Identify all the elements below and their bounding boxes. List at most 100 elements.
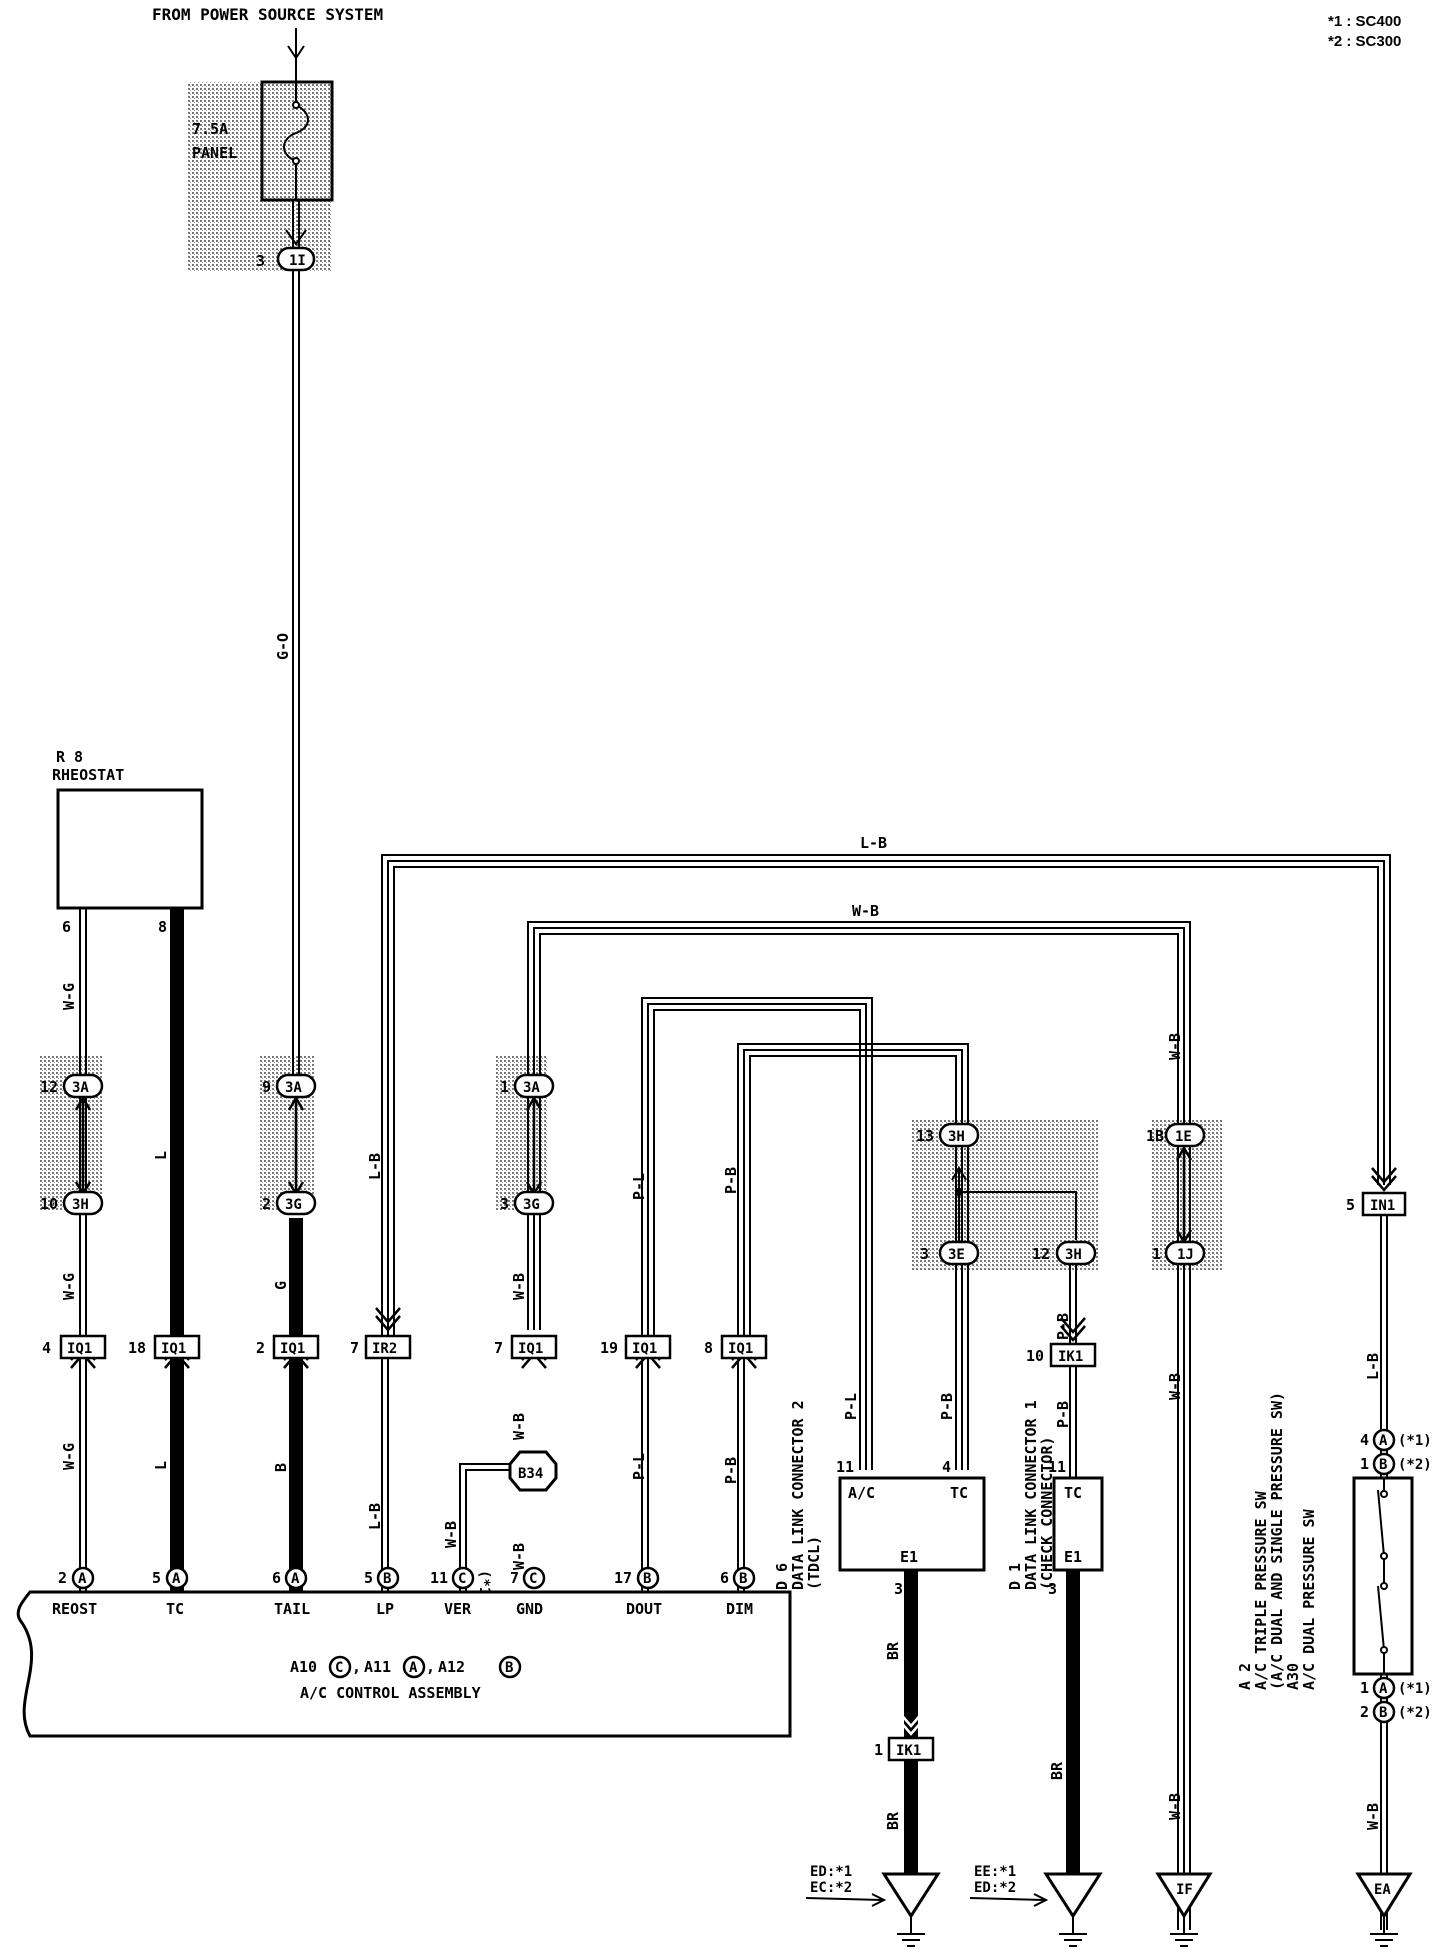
wire-g-thick bbox=[289, 1218, 303, 1592]
terminal-gnd: C bbox=[522, 1566, 546, 1590]
wire-label-wb-col-2: W-B bbox=[510, 1413, 528, 1440]
ps-variant-2-lower: (*2) bbox=[1398, 1705, 1432, 1721]
pin-6-tail: 6 bbox=[272, 1569, 281, 1587]
pin-2-3g: 2 bbox=[262, 1195, 271, 1213]
connector-3g-col5: 3G bbox=[513, 1190, 555, 1216]
ground-ed-note: ED:*1 bbox=[810, 1864, 852, 1880]
svg-text:B: B bbox=[739, 1571, 747, 1587]
svg-text:B34: B34 bbox=[518, 1466, 543, 1482]
splice-dot bbox=[955, 1188, 963, 1196]
pin-9-3a: 9 bbox=[262, 1078, 271, 1096]
connector-3h-dlc1: 3H bbox=[1055, 1240, 1097, 1266]
control-parts-line: A10 C , A11 A , A12 B bbox=[290, 1655, 522, 1679]
svg-text:C: C bbox=[458, 1571, 466, 1587]
ground-ed2-note: ED:*2 bbox=[974, 1880, 1016, 1896]
terminal-label-tail: TAIL bbox=[274, 1600, 310, 1618]
dlc2-pin-4: 4 bbox=[942, 1458, 951, 1476]
wire-label-wb-right: W-B bbox=[1166, 1033, 1184, 1060]
ps-pin-4: 4 bbox=[1360, 1431, 1369, 1449]
svg-text:IQ1: IQ1 bbox=[161, 1341, 186, 1357]
terminal-label-dim: DIM bbox=[726, 1600, 753, 1618]
wire-label-wb-ps: W-B bbox=[1364, 1803, 1382, 1830]
dlc1-pin-11: 11 bbox=[1048, 1458, 1066, 1476]
pin-5-lp: 5 bbox=[364, 1569, 373, 1587]
connector-1j: 1J bbox=[1164, 1240, 1206, 1266]
connector-1i: 1I bbox=[276, 246, 316, 272]
wire-label-pl-1: P-L bbox=[630, 1173, 648, 1200]
pin-11-ver: 11 bbox=[430, 1569, 448, 1587]
svg-text:B: B bbox=[505, 1660, 513, 1676]
pressure-switch-upper-terminals: A B bbox=[1372, 1428, 1396, 1476]
connector-iq1-tail: IQ1 bbox=[272, 1334, 320, 1360]
terminal-label-ver: VER bbox=[444, 1600, 472, 1618]
connector-ir2: IR2 bbox=[364, 1334, 412, 1360]
svg-text:1E: 1E bbox=[1175, 1129, 1192, 1145]
wire-label-wb-col-1: W-B bbox=[510, 1273, 528, 1300]
legend-note-1: *1 : SC400 bbox=[1328, 13, 1401, 30]
wire-label-lb-left: L-B bbox=[366, 1153, 384, 1180]
wire-w-g bbox=[79, 908, 87, 1592]
pressure-switch-contact-dots bbox=[1380, 1490, 1388, 1654]
pin-1-1j: 1 bbox=[1152, 1245, 1161, 1263]
wire-label-lb-top: L-B bbox=[860, 834, 887, 852]
wire-p-l bbox=[641, 997, 873, 1592]
dlc1-terminal-e1: E1 bbox=[1064, 1548, 1082, 1566]
pin-3-3g: 3 bbox=[500, 1195, 509, 1213]
svg-text:IQ1: IQ1 bbox=[518, 1341, 543, 1357]
wire-label-br-dlc2-2: BR bbox=[884, 1811, 902, 1830]
wire-w-b-ver bbox=[459, 1463, 510, 1592]
ps-variant-1-upper: (*1) bbox=[1398, 1433, 1432, 1449]
svg-text:IN1: IN1 bbox=[1370, 1198, 1395, 1214]
ps-pin-1-lower: 1 bbox=[1360, 1679, 1369, 1697]
svg-text:IQ1: IQ1 bbox=[67, 1341, 92, 1357]
wire-label-wb-top: W-B bbox=[852, 902, 879, 920]
connector-3g-col3: 3G bbox=[275, 1190, 317, 1216]
dlc2-terminal-e1: E1 bbox=[900, 1548, 918, 1566]
wire-label-wb-right-3: W-B bbox=[1166, 1793, 1184, 1820]
rheostat-pin-6: 6 bbox=[62, 918, 71, 936]
connector-in1: IN1 bbox=[1361, 1191, 1407, 1217]
svg-text:A: A bbox=[78, 1571, 87, 1587]
ground-ea: EA bbox=[1355, 1872, 1413, 1947]
rheostat-code: R 8 bbox=[56, 748, 83, 766]
wire-label-wg-2: W-G bbox=[60, 1273, 78, 1300]
terminal-ver: C bbox=[451, 1566, 475, 1590]
wire-label-br-dlc2-1: BR bbox=[884, 1641, 902, 1660]
dlc2-sub: (TDCL) bbox=[805, 1536, 823, 1590]
fuse-panel-7-5a bbox=[260, 80, 334, 202]
wire-label-wg-1: W-G bbox=[60, 983, 78, 1010]
wire-label-pb-3: P-B bbox=[938, 1393, 956, 1420]
pressure-switch-contacts bbox=[1377, 1478, 1385, 1674]
pin-4-iq1: 4 bbox=[42, 1339, 51, 1357]
ik1-arrow-lower bbox=[898, 1711, 924, 1736]
svg-text:IQ1: IQ1 bbox=[728, 1341, 753, 1357]
terminal-label-lp: LP bbox=[376, 1600, 394, 1618]
ground-ec-note: EC:*2 bbox=[810, 1880, 852, 1896]
dlc2-terminal-tc: TC bbox=[950, 1484, 968, 1502]
wire-label-pl-2: P-L bbox=[630, 1453, 648, 1480]
terminal-label-reost: REOST bbox=[52, 1600, 97, 1618]
pin-3-1i: 3 bbox=[256, 252, 265, 270]
ps-variant-1-lower: (*1) bbox=[1398, 1681, 1432, 1697]
connector-iq1-reost: IQ1 bbox=[59, 1334, 107, 1360]
legend-note-2: *2 : SC300 bbox=[1328, 33, 1401, 50]
svg-text:A 2: A 2 bbox=[1236, 1663, 1254, 1690]
pin-1b-1e: 1B bbox=[1146, 1127, 1164, 1145]
pin-8-iq1: 8 bbox=[704, 1339, 713, 1357]
wire-label-br-dlc1: BR bbox=[1048, 1761, 1066, 1780]
svg-text:A: A bbox=[409, 1660, 418, 1676]
svg-text:IK1: IK1 bbox=[896, 1743, 921, 1759]
power-source-label: FROM POWER SOURCE SYSTEM bbox=[152, 5, 383, 24]
svg-text:1J: 1J bbox=[1177, 1247, 1194, 1263]
svg-text:IF: IF bbox=[1176, 1882, 1193, 1898]
pin-2-iq1: 2 bbox=[256, 1339, 265, 1357]
ps-pin-2-lower: 2 bbox=[1360, 1703, 1369, 1721]
rheostat-pin-8: 8 bbox=[158, 918, 167, 936]
rheostat-name: RHEOSTAT bbox=[52, 766, 124, 784]
wire-label-wb-col-3: W-B bbox=[510, 1543, 528, 1570]
splice-b34: B34 bbox=[508, 1450, 558, 1492]
pin-3-3e: 3 bbox=[920, 1245, 929, 1263]
connector-3h-col1: 3H bbox=[62, 1190, 104, 1216]
fuse-rating: 7.5A bbox=[192, 120, 228, 138]
